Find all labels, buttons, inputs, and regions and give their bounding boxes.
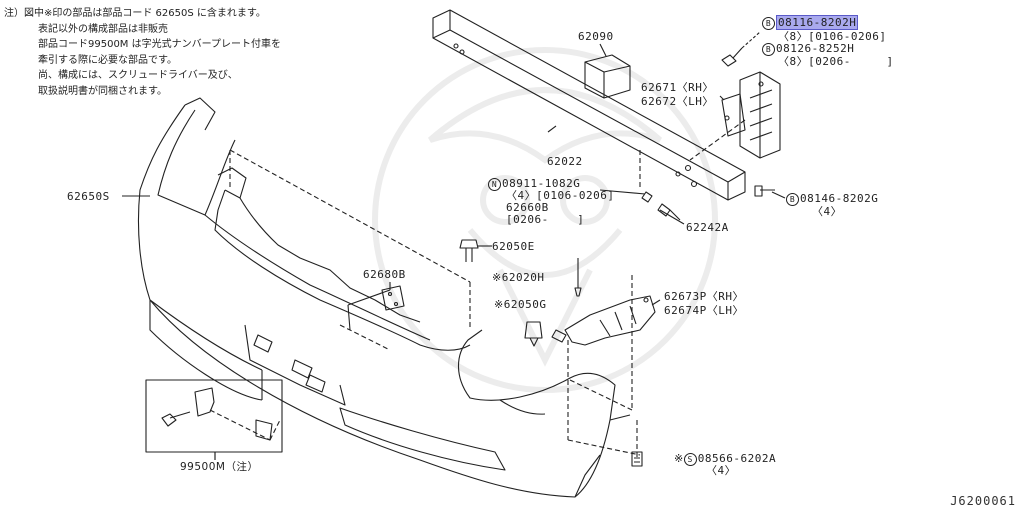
part-sub-08126: 〈8〉[0206- ]: [778, 55, 894, 68]
part-label-62650S[interactable]: 62650S: [67, 190, 110, 203]
part-label-62090[interactable]: 62090: [578, 30, 614, 43]
energy-absorber: [584, 54, 631, 99]
part-label-99500M[interactable]: 99500M（注）: [180, 461, 259, 473]
part-number: 62050G: [503, 298, 547, 311]
part-number: 08911-1082G: [502, 177, 581, 190]
reinforcement-beam: [432, 9, 746, 201]
bolt-08146: [754, 185, 775, 197]
part-sub-08911: 〈4〉[0106-0206]: [506, 189, 615, 202]
note-line: 注）図中※印の部品は部品コード 62650S に含まれます。: [4, 8, 266, 19]
part-sub-08566: 〈4〉: [706, 464, 737, 477]
asterisk-icon: ※: [674, 452, 684, 465]
bolt-62242A: [641, 191, 681, 221]
bolt-b-icon: B: [762, 43, 775, 56]
part-sub-08116: 〈8〉[0106-0206]: [778, 30, 887, 43]
side-bracket: [551, 295, 656, 346]
pin-62020H: [574, 258, 582, 297]
note-line: 表記以外の構成部品は非販売: [38, 23, 168, 35]
diagram-code: J6200061: [950, 494, 1016, 508]
part-sub-62660B: [0206- ]: [506, 213, 585, 226]
part-number: 08566-6202A: [697, 452, 777, 465]
bolt-b-icon: B: [786, 193, 799, 206]
clip-62050G: [524, 321, 543, 347]
part-number: 08146-8202G: [800, 192, 879, 205]
part-label-62674P[interactable]: 62674P〈LH〉: [664, 304, 744, 317]
asterisk-icon: ※: [492, 271, 502, 284]
part-label-62680B[interactable]: 62680B: [363, 268, 406, 281]
highlighted-part-number[interactable]: 08116-8202H: [776, 15, 859, 30]
bumper-fascia: [137, 97, 631, 498]
part-label-62050E[interactable]: 62050E: [492, 240, 535, 253]
center-support-62680B: [347, 285, 405, 331]
note-line: 取扱説明書が同梱されます。: [38, 85, 167, 97]
note-line: 牽引する際に必要な部品です。: [38, 54, 177, 66]
part-sub-08146: 〈4〉: [812, 205, 843, 218]
assembly-leaders: [209, 119, 746, 460]
note-line: 尚、構成には、スクリュードライバー及び、: [38, 70, 238, 81]
part-number: 62020H: [501, 271, 545, 284]
bumper-stay-bracket: [721, 71, 781, 159]
bolt-b-icon: B: [762, 17, 775, 30]
part-label-62022[interactable]: 62022: [547, 155, 583, 168]
label-leaders: [122, 43, 786, 460]
part-label-62660B[interactable]: 62660B: [506, 201, 549, 214]
screw-s-icon: S: [683, 453, 697, 466]
screw-08566: [631, 451, 643, 467]
part-label-62672[interactable]: 62672〈LH〉: [641, 95, 714, 108]
part-label-62242A[interactable]: 62242A: [686, 221, 729, 234]
part-label-62050G[interactable]: ※62050G: [494, 298, 546, 311]
part-label-62673P[interactable]: 62673P〈RH〉: [664, 290, 744, 303]
note-line: 部品コード99500M は字光式ナンバープレート付車を: [38, 39, 282, 50]
part-label-62671[interactable]: 62671〈RH〉: [641, 81, 714, 94]
footnote-block: 注）図中※印の部品は部品コード 62650S に含まれます。 表記以外の構成部品…: [4, 6, 281, 99]
asterisk-icon: ※: [494, 298, 504, 311]
bolt-08116: [721, 31, 761, 67]
nut-n-icon: N: [488, 178, 501, 191]
part-number: 08126-8252H: [776, 42, 855, 55]
clip-62050E: [459, 239, 479, 262]
part-label-62020H[interactable]: ※62020H: [492, 271, 544, 284]
